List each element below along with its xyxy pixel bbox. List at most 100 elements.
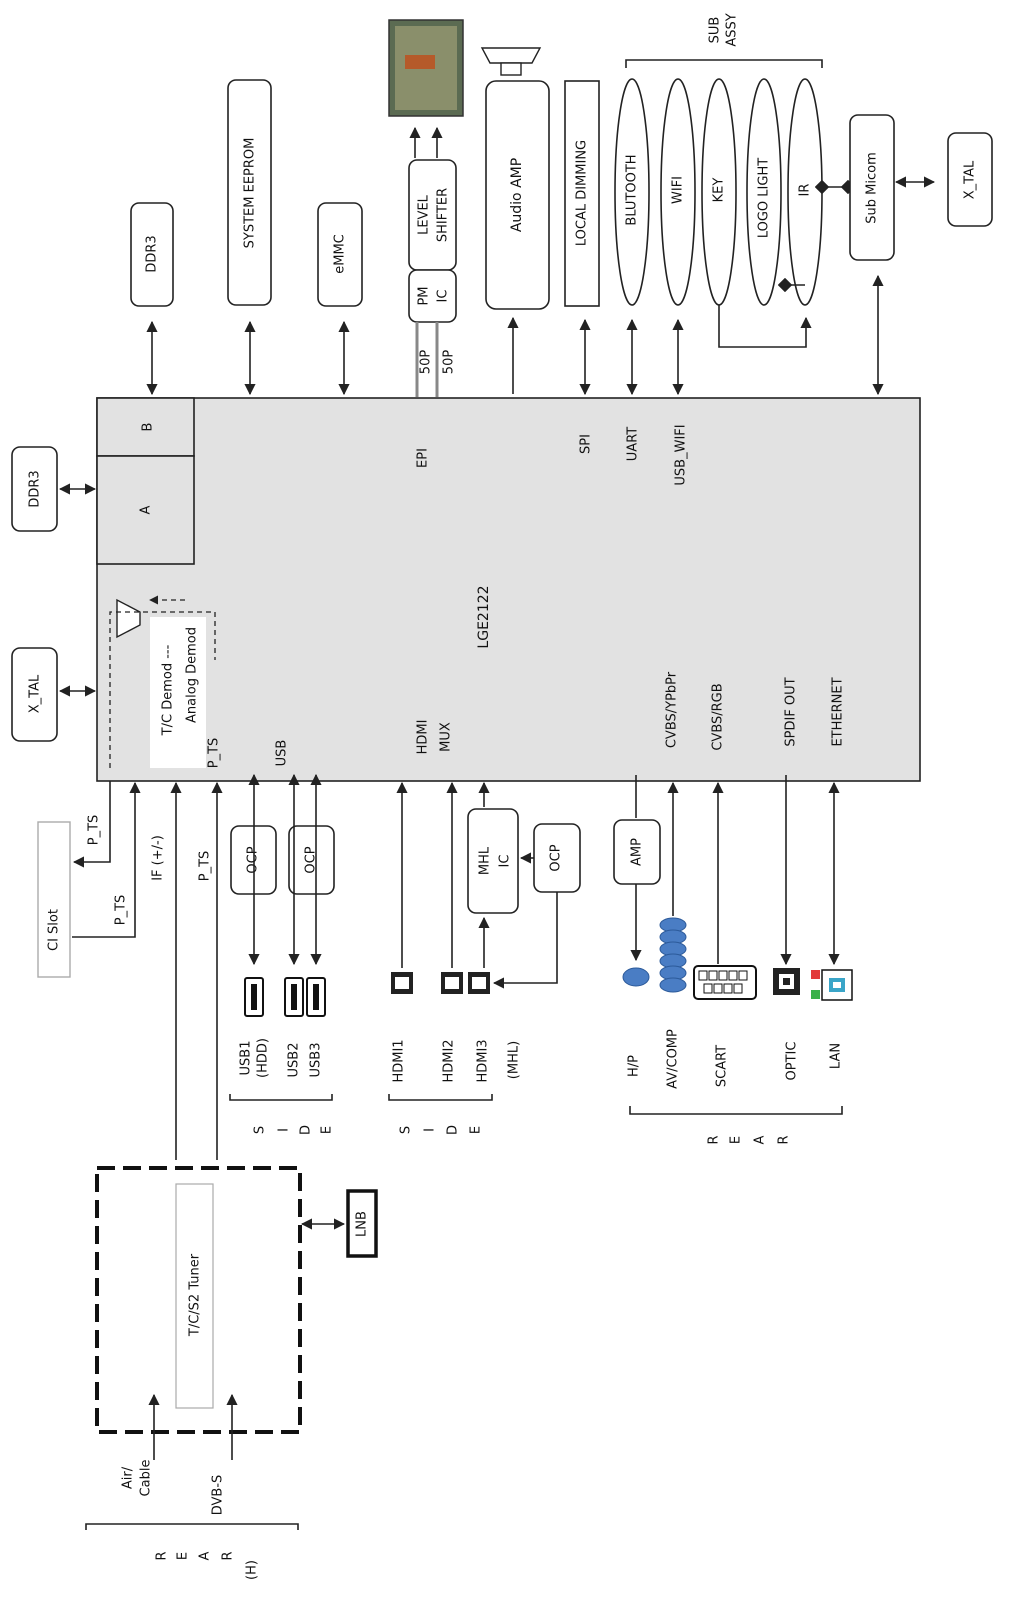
av-comp-label: AV/COMP bbox=[666, 1029, 681, 1089]
panel-image-detail bbox=[405, 55, 435, 69]
side-hdmi-bracket bbox=[388, 1094, 493, 1101]
mhl-ic-box bbox=[467, 808, 519, 914]
usb2-label: USB2 bbox=[287, 1043, 302, 1078]
mhl-label: (MHL) bbox=[507, 1041, 522, 1079]
demod-label-2: Analog Demod bbox=[185, 627, 200, 723]
label-hdmi: HDMI bbox=[416, 720, 431, 755]
emmc-label: eMMC bbox=[333, 234, 348, 274]
side-usb-bracket bbox=[229, 1094, 333, 1101]
level-shifter-label-2: SHIFTER bbox=[436, 188, 451, 242]
bluetooth-ellipse bbox=[614, 78, 650, 306]
tuner-label: T/C/S2 Tuner bbox=[188, 1253, 203, 1337]
ddr3-left-box bbox=[11, 446, 58, 532]
label-cvbs-rgb: CVBS/RGB bbox=[711, 683, 726, 750]
ocp-mhl-label: OCP bbox=[549, 844, 564, 871]
level-shifter-label-1: LEVEL bbox=[417, 194, 432, 235]
ci-out-link bbox=[72, 781, 111, 868]
tuner-box bbox=[175, 1183, 214, 1409]
side-usb-label-e: E bbox=[320, 1126, 335, 1134]
ddr3-top-label: DDR3 bbox=[145, 235, 160, 272]
ci-slot-label: CI Slot bbox=[47, 909, 62, 951]
p-ts-label-a: P_TS bbox=[87, 815, 102, 846]
rear-label-r1: R bbox=[707, 1135, 722, 1144]
fifty-p-label-1: 50P bbox=[419, 350, 434, 375]
xtal-right-box bbox=[947, 132, 993, 227]
amp-label: AMP bbox=[630, 838, 645, 866]
lan-port-icon bbox=[811, 969, 853, 1001]
system-eeprom-label: SYSTEM EEPROM bbox=[243, 138, 258, 249]
logo-light-ellipse bbox=[746, 78, 782, 306]
demod-label-1: T/C Demod --- bbox=[161, 644, 176, 736]
rear-h-bracket bbox=[85, 1523, 299, 1530]
av-comp-jacks-icon bbox=[659, 917, 687, 993]
headphone-jack-icon bbox=[622, 967, 650, 987]
key-ir-link bbox=[718, 305, 812, 348]
label-p-ts-chip: P_TS bbox=[207, 738, 222, 769]
audio-amp-box bbox=[485, 80, 550, 310]
mhl-ic-label-1: MHL bbox=[478, 846, 493, 875]
lnb-box bbox=[346, 1189, 378, 1258]
ocp-usb1-label: OCP bbox=[246, 846, 261, 873]
sub-assy-label-2: ASSY bbox=[725, 13, 740, 46]
logo-light-label: LOGO LIGHT bbox=[757, 158, 772, 238]
sub-assy-label-1: SUB bbox=[708, 17, 723, 44]
side-hdmi-label-d: D bbox=[446, 1125, 461, 1135]
demod-label-bg bbox=[150, 617, 206, 768]
block-a-label: A bbox=[139, 505, 154, 514]
scart-label: SCART bbox=[715, 1045, 730, 1087]
label-usb-chip: USB bbox=[275, 740, 290, 767]
main-chip-box bbox=[96, 397, 921, 782]
audio-amp-label: Audio AMP bbox=[509, 158, 525, 232]
side-usb-label-d: D bbox=[299, 1125, 314, 1135]
system-eeprom-box bbox=[227, 79, 272, 306]
label-epi: EPI bbox=[416, 448, 431, 468]
local-dimming-label: LOCAL DIMMING bbox=[575, 140, 590, 246]
sub-micom-label: Sub Micom bbox=[865, 152, 880, 223]
if-label: IF (+/-) bbox=[151, 835, 166, 881]
p-ts-label-b: P_TS bbox=[114, 895, 129, 926]
hp-label: H/P bbox=[627, 1055, 642, 1077]
block-b-label: B bbox=[141, 423, 156, 432]
hdmi1-label: HDMI1 bbox=[392, 1039, 407, 1082]
demod-mux-symbol bbox=[116, 598, 141, 639]
side-hdmi-label-s: S bbox=[399, 1126, 414, 1134]
xtal-left-label: X_TAL bbox=[28, 674, 43, 713]
rear-h-r1: R bbox=[155, 1551, 170, 1560]
dvbs-label: DVB-S bbox=[211, 1475, 226, 1516]
side-hdmi-label-i: I bbox=[423, 1128, 438, 1132]
label-spi: SPI bbox=[579, 434, 594, 454]
optic-label: OPTIC bbox=[785, 1042, 800, 1081]
wifi-ellipse bbox=[660, 78, 696, 306]
optical-port-icon bbox=[773, 968, 800, 995]
sub-assy-bracket bbox=[625, 59, 823, 68]
sub-micom-box bbox=[849, 114, 895, 261]
usb-port-icons bbox=[244, 977, 326, 1017]
label-cvbs-ypbpr: CVBS/YPbPr bbox=[665, 671, 680, 748]
rear-label-a: A bbox=[753, 1135, 768, 1144]
amp-box bbox=[613, 819, 661, 885]
speaker-icon bbox=[480, 47, 542, 64]
air-cable-label-1: Air/ bbox=[121, 1466, 136, 1489]
side-usb-label-i: I bbox=[277, 1128, 292, 1132]
rear-h-h: (H) bbox=[245, 1560, 260, 1580]
emmc-box bbox=[317, 202, 363, 307]
pm-ic-label-1: PM bbox=[417, 286, 432, 305]
air-cable-label-2: Cable bbox=[139, 1460, 154, 1497]
wifi-label: WIFI bbox=[671, 176, 686, 204]
bluetooth-label: BLUTOOTH bbox=[625, 154, 640, 225]
ci-in-link bbox=[72, 781, 141, 938]
speaker-icon-base bbox=[500, 62, 522, 76]
label-mux: MUX bbox=[439, 722, 454, 752]
hdmi3-label: HDMI3 bbox=[476, 1039, 491, 1082]
label-usb-wifi: USB_WIFI bbox=[674, 424, 689, 485]
rear-label-r2: R bbox=[777, 1135, 792, 1144]
hdmi-port-icons bbox=[391, 972, 490, 994]
rear-h-r2: R bbox=[221, 1551, 236, 1560]
key-label: KEY bbox=[712, 178, 727, 203]
rear-label-e: E bbox=[729, 1136, 744, 1144]
xtal-right-label: X_TAL bbox=[963, 160, 978, 199]
usb1-label-1: USB1 bbox=[239, 1041, 254, 1076]
lan-label: LAN bbox=[829, 1043, 844, 1069]
local-dimming-box bbox=[564, 80, 600, 307]
block-b bbox=[96, 397, 195, 457]
